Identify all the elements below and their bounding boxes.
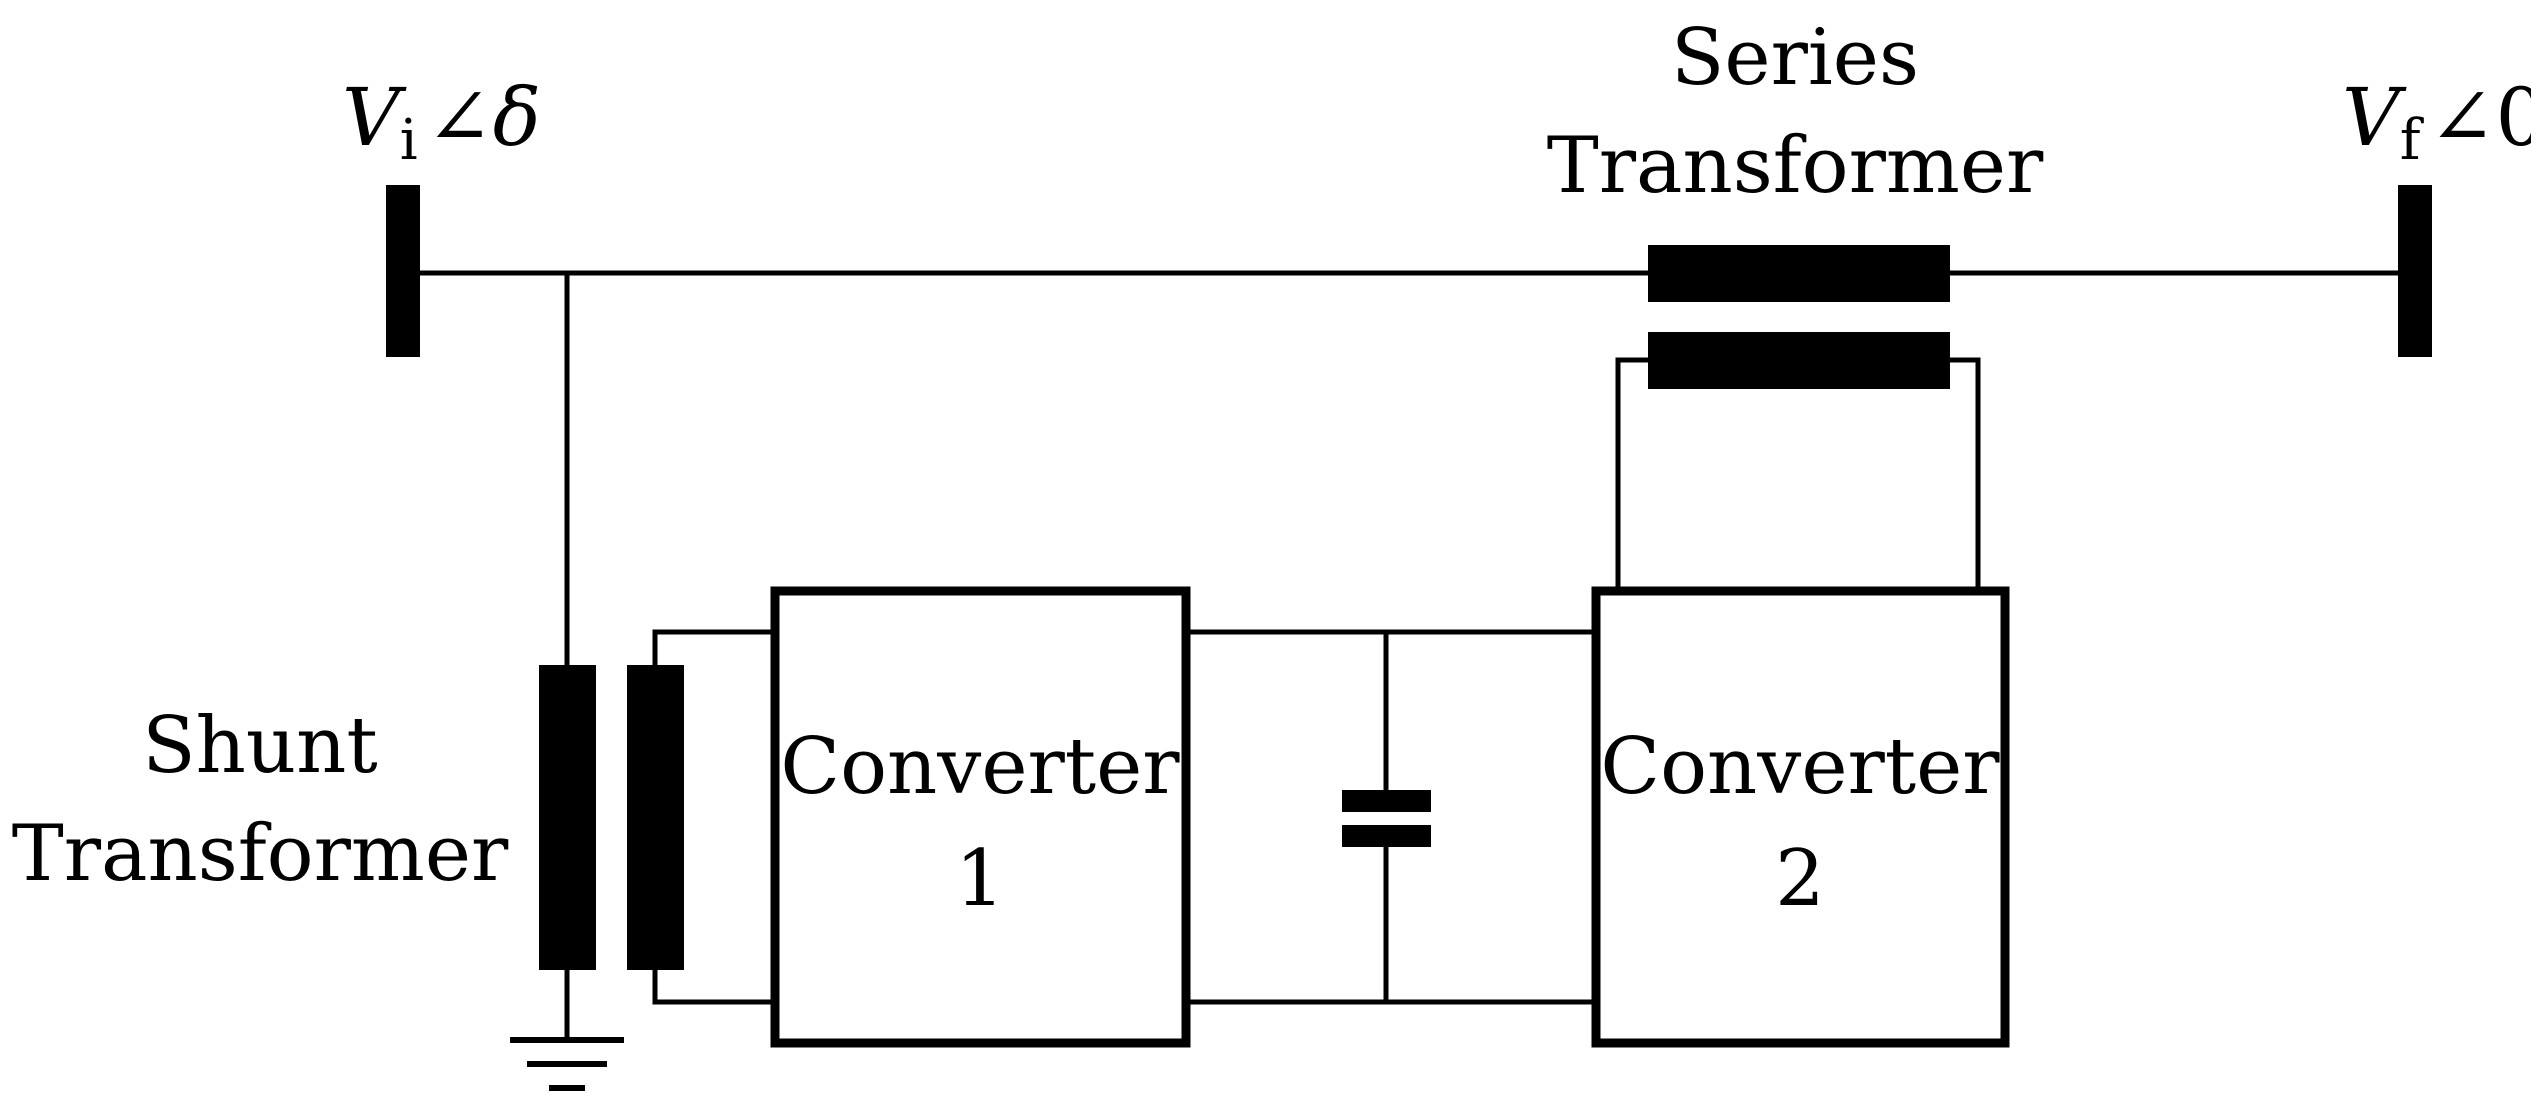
bus-left-voltage-subscript: i bbox=[400, 108, 418, 173]
shunt-transformer-label-line1: Shunt bbox=[142, 701, 378, 791]
converter-2-block: Converter 2 bbox=[1591, 586, 2010, 1048]
bus-bar-left bbox=[386, 185, 420, 357]
series-transformer-label-line1: Series bbox=[1671, 13, 1919, 103]
bus-left-phase: δ bbox=[493, 71, 541, 164]
bus-left-voltage-symbol: V bbox=[342, 71, 407, 164]
bus-bar-right bbox=[2398, 185, 2432, 357]
converter-1-block: Converter 1 bbox=[770, 586, 1191, 1048]
bus-right-phase: 0 bbox=[2496, 71, 2531, 164]
series-lead-left bbox=[1615, 357, 1648, 591]
converter-2-label-line2: 2 bbox=[1775, 834, 1825, 924]
converter-2-label-line1: Converter bbox=[1600, 722, 2000, 812]
bus-left-angle-symbol: ∠ bbox=[426, 71, 493, 164]
bus-right-voltage-label: Vf∠0 bbox=[2342, 71, 2531, 173]
series-transformer-secondary-winding bbox=[1648, 332, 1950, 389]
bus-left-voltage-label: Vi∠δ bbox=[342, 71, 541, 173]
ground-icon bbox=[510, 1037, 624, 1091]
shunt-lead-top bbox=[652, 629, 775, 665]
series-transformer-primary-winding bbox=[1648, 245, 1950, 302]
bus-right-angle-symbol: ∠ bbox=[2429, 71, 2496, 164]
shunt-transformer-label-line2: Transformer bbox=[12, 809, 509, 899]
series-transformer-label-line2: Transformer bbox=[1547, 121, 2044, 211]
bus-right-voltage-subscript: f bbox=[2400, 108, 2425, 173]
converter-1-label-line1: Converter bbox=[780, 722, 1180, 812]
converter-1-label-line2: 1 bbox=[955, 834, 1005, 924]
shunt-lead-bottom bbox=[652, 970, 775, 1005]
shunt-transformer-primary-winding bbox=[539, 665, 596, 970]
bus-right-voltage-symbol: V bbox=[2342, 71, 2407, 164]
capacitor-icon bbox=[1342, 790, 1431, 847]
series-lead-right bbox=[1950, 357, 1981, 591]
shunt-transformer-secondary-winding bbox=[627, 665, 684, 970]
